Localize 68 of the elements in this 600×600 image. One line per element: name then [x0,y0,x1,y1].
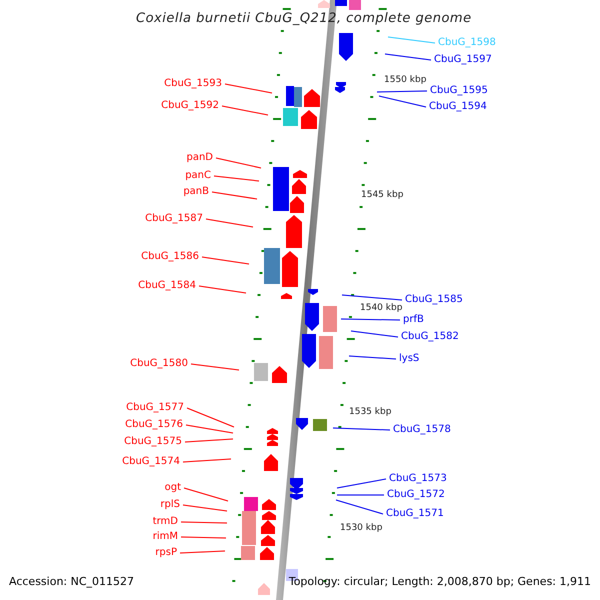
leader-line [182,504,228,512]
leader-line [336,500,384,514]
leader-line [180,522,228,524]
scale-label: 1550 kbp [384,75,426,85]
leader-line [340,318,400,320]
gene-label: trmD [152,515,178,529]
leader-line [336,494,384,496]
gene-label: rplS [160,498,180,512]
leader-line [350,330,398,338]
gene-label: lysS [399,352,420,366]
leader-line [222,106,268,116]
leader-line [180,550,226,554]
leader-line [180,536,226,538]
gene-label: prfB [403,313,424,327]
gene-label: CbuG_1598 [438,36,496,50]
gene-label: rpsP [155,546,177,560]
leader-line [376,90,428,92]
scale-label: 1535 kbp [349,407,392,417]
gene-label: CbuG_1572 [387,488,445,502]
leader-line [336,478,386,488]
leader-line [216,158,262,168]
leader-line [378,96,426,108]
gene-label: ogt [164,481,181,495]
footer-note: Accession: NC_011527 [9,575,134,589]
leader-line [212,192,258,200]
gene-label: CbuG_1571 [386,507,444,521]
leader-line [182,458,232,462]
gene-label: CbuG_1587 [145,212,203,226]
scale-label: 1540 kbp [360,303,402,313]
gene-label: CbuG_1575 [124,435,182,449]
gene-label: panC [185,169,211,183]
scale-label: 1530 kbp [340,523,382,533]
leader-line [184,438,234,442]
gene-label: CbuG_1582 [401,330,459,344]
gene-label: CbuG_1576 [125,418,183,432]
gene-label: panB [183,185,209,199]
leader-line [186,424,234,434]
gene-label: CbuG_1586 [141,250,199,264]
footer-note: Topology: circular; Length: 2,008,870 bp; Genes: 1,911 [288,575,591,589]
leader-line [388,36,436,44]
leader-line [190,364,240,370]
scale-label: 1545 kbp [361,190,404,200]
leader-line [342,294,402,300]
gene-label: CbuG_1580 [130,357,188,371]
gene-label: CbuG_1584 [138,279,196,293]
gene-label: CbuG_1574 [122,455,180,469]
leader-line [348,356,396,360]
gene-label: CbuG_1595 [430,84,488,98]
gene-label: CbuG_1594 [429,100,487,114]
leader-line [184,488,228,502]
title: Coxiella burnetii CbuG_Q212, complete genome [136,10,472,28]
gene-label: CbuG_1597 [434,53,492,67]
gene-label: CbuG_1578 [393,423,451,437]
gene-label: panD [186,151,213,165]
gene-label: rimM [152,530,178,544]
leader-line [224,84,272,94]
leader-line [332,428,390,430]
leader-line [206,218,254,228]
leader-line [186,408,234,428]
leader-line [214,176,260,182]
gene-label: CbuG_1573 [389,472,447,486]
gene-label: CbuG_1593 [164,77,222,91]
gene-label: CbuG_1585 [405,293,463,307]
gene-label: CbuG_1577 [126,401,184,415]
gene-label: CbuG_1592 [161,99,219,113]
leader-line [198,286,246,294]
leader-line [384,54,432,60]
leader-line [202,256,250,264]
